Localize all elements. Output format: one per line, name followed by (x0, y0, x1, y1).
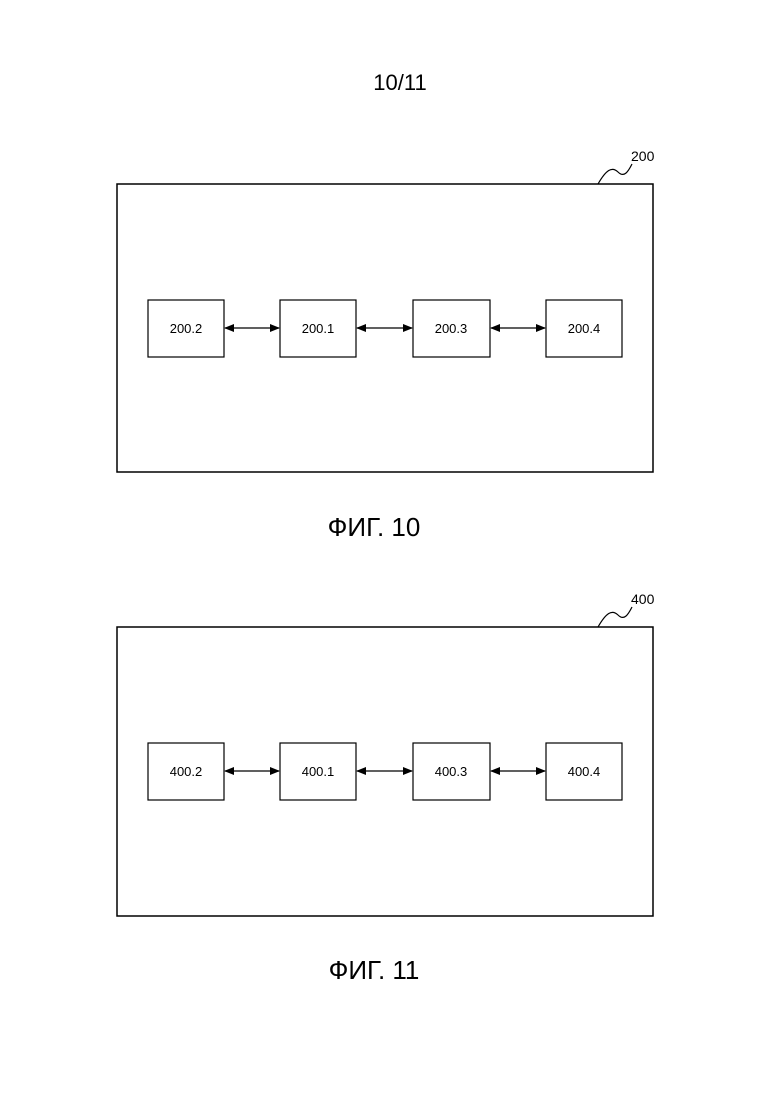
figure-10: 200 200.2 200.1 200.3 200.4 (117, 148, 655, 472)
block-label-200-4: 200.4 (568, 321, 601, 336)
reference-leader-200 (598, 164, 632, 184)
block-label-400-4: 400.4 (568, 764, 601, 779)
block-label-400-1: 400.1 (302, 764, 335, 779)
figure-caption-11: ФИГ. 11 (0, 955, 748, 986)
reference-leader-400 (598, 607, 632, 627)
reference-label-400: 400 (631, 591, 655, 607)
block-label-400-3: 400.3 (435, 764, 468, 779)
block-label-200-3: 200.3 (435, 321, 468, 336)
figure-caption-10: ФИГ. 10 (0, 512, 748, 543)
figure-11: 400 400.2 400.1 400.3 400.4 (117, 591, 655, 916)
block-label-400-2: 400.2 (170, 764, 203, 779)
reference-label-200: 200 (631, 148, 655, 164)
block-label-200-2: 200.2 (170, 321, 203, 336)
block-label-200-1: 200.1 (302, 321, 335, 336)
